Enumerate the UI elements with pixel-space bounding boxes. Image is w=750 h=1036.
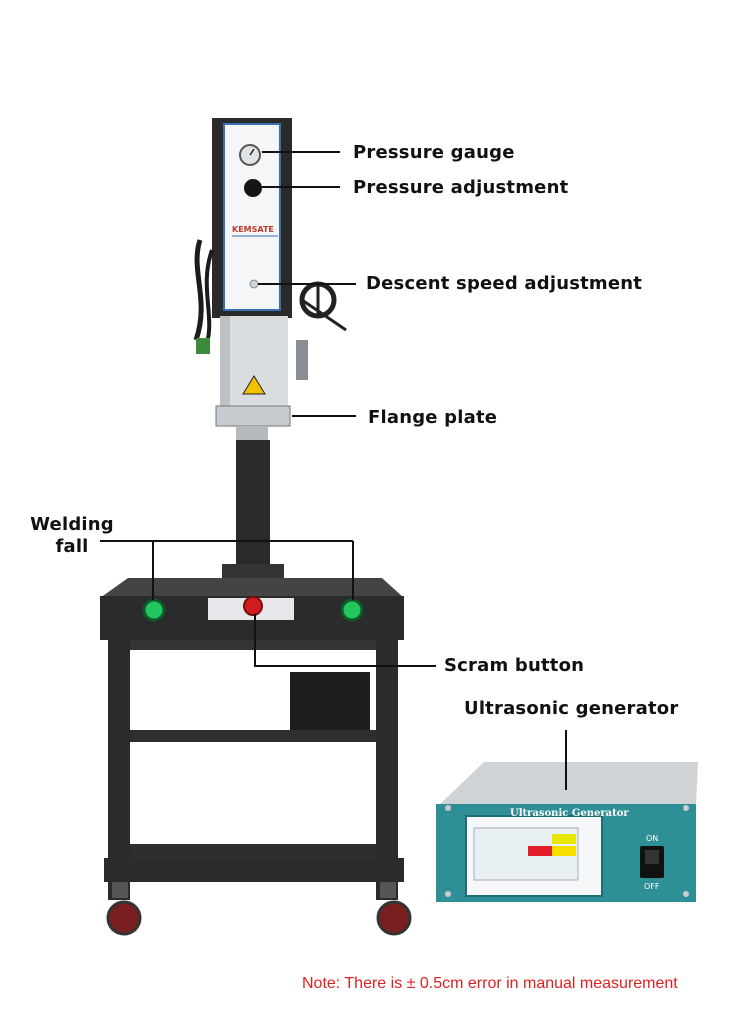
callout-lines xyxy=(100,151,567,790)
welding-fall-line2: fall xyxy=(55,536,89,557)
descent-speed-label: Descent speed adjustment xyxy=(366,273,643,294)
scram-button-label: Scram button xyxy=(444,655,585,676)
column xyxy=(236,440,270,570)
welding-fall-button-left[interactable] xyxy=(142,598,166,622)
pressure-knob-icon[interactable] xyxy=(244,179,262,197)
connector xyxy=(196,338,210,354)
pressure-adjustment-label: Pressure adjustment xyxy=(353,177,569,198)
caster-wheel-icon xyxy=(106,900,142,936)
caster-wheel-icon xyxy=(376,900,412,936)
power-box xyxy=(290,672,370,730)
welding-fall-button-right[interactable] xyxy=(340,598,364,622)
welding-fall-line1: Welding xyxy=(30,514,114,535)
warning-icon xyxy=(242,375,266,395)
scram-button[interactable] xyxy=(243,596,263,616)
ultrasonic-generator-label: Ultrasonic generator xyxy=(464,698,679,719)
brand-logo: KEMSATE xyxy=(232,225,274,234)
measurement-note: Note: There is ± 0.5cm error in manual m… xyxy=(302,975,678,992)
generator-panel-title: Ultrasonic Generator xyxy=(510,808,629,819)
switch-on-label: ON xyxy=(646,834,659,843)
switch-off-label: OFF xyxy=(644,882,660,891)
pressure-gauge-label: Pressure gauge xyxy=(353,142,515,163)
speed-knob-icon[interactable] xyxy=(249,279,259,289)
welding-fall-label: Welding fall xyxy=(27,514,117,558)
flange-plate xyxy=(215,405,291,427)
flange-plate-label: Flange plate xyxy=(368,407,498,428)
